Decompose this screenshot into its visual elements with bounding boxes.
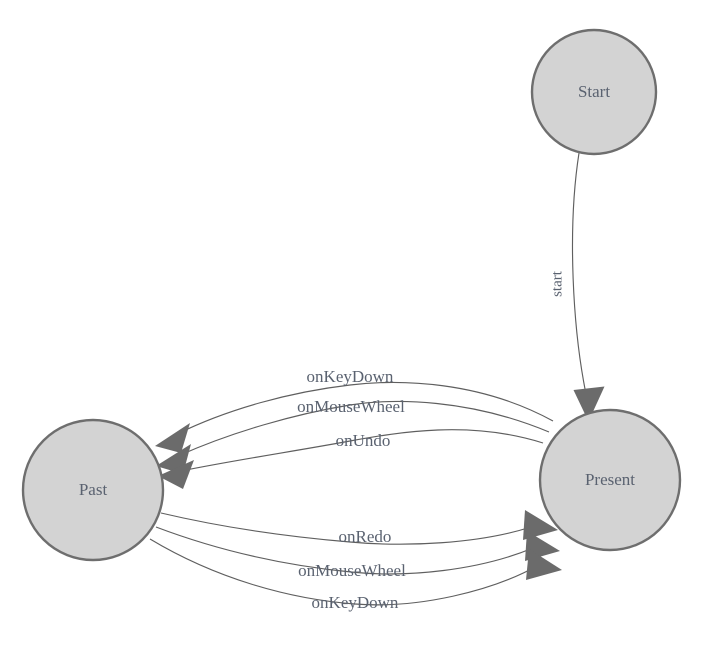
edge-label-present-to-past-onkeydown: onKeyDown <box>307 367 394 386</box>
node-present-circle <box>538 408 682 552</box>
node-start[interactable]: Start <box>530 28 658 156</box>
arrowhead-present-to-past-onundo <box>158 460 194 489</box>
node-present[interactable]: Present <box>538 408 682 552</box>
edge-label-present-to-past-onmousewheel: onMouseWheel <box>297 397 405 416</box>
edge-label-start: start <box>549 270 565 297</box>
arrowhead-present-to-past-onkeydown <box>155 423 190 453</box>
node-start-circle <box>530 28 658 156</box>
edge-past-to-present-onredo-path <box>160 512 532 545</box>
edge-start-to-present-path <box>571 152 587 395</box>
edge-present-to-past-onkeydown[interactable]: onKeyDown <box>155 367 554 453</box>
node-past[interactable]: Past <box>21 418 165 562</box>
edge-past-to-present-onkeydown-path <box>149 538 538 606</box>
arrowhead-start-to-present <box>573 386 605 422</box>
edge-past-to-present-onredo[interactable]: onRedo <box>160 510 558 546</box>
edge-past-to-present-onmousewheel-path <box>155 526 534 575</box>
node-present-label: Present <box>585 470 635 489</box>
edge-label-past-to-present-onredo: onRedo <box>339 527 392 546</box>
edge-label-past-to-present-onmousewheel: onMouseWheel <box>298 561 406 580</box>
node-past-label: Past <box>79 480 108 499</box>
edge-label-past-to-present-onkeydown: onKeyDown <box>312 593 399 612</box>
edge-present-to-past-onmousewheel[interactable]: onMouseWheel <box>156 397 550 474</box>
edge-present-to-past-onmousewheel-path <box>177 400 550 457</box>
edge-past-to-present-onmousewheel[interactable]: onMouseWheel <box>155 526 560 580</box>
edge-present-to-past-onundo-path <box>180 429 544 472</box>
node-past-circle <box>21 418 165 562</box>
edge-start-to-present[interactable]: start <box>549 152 605 422</box>
edge-present-to-past-onkeydown-path <box>176 381 554 435</box>
edge-past-to-present-onkeydown[interactable]: onKeyDown <box>149 538 562 612</box>
arrowhead-past-to-present-onredo <box>523 510 558 540</box>
node-start-label: Start <box>578 82 610 101</box>
edge-label-present-to-past-onundo: onUndo <box>336 431 391 450</box>
arrowhead-past-to-present-onkeydown <box>526 549 562 580</box>
edge-present-to-past-onundo[interactable]: onUndo <box>158 429 544 489</box>
